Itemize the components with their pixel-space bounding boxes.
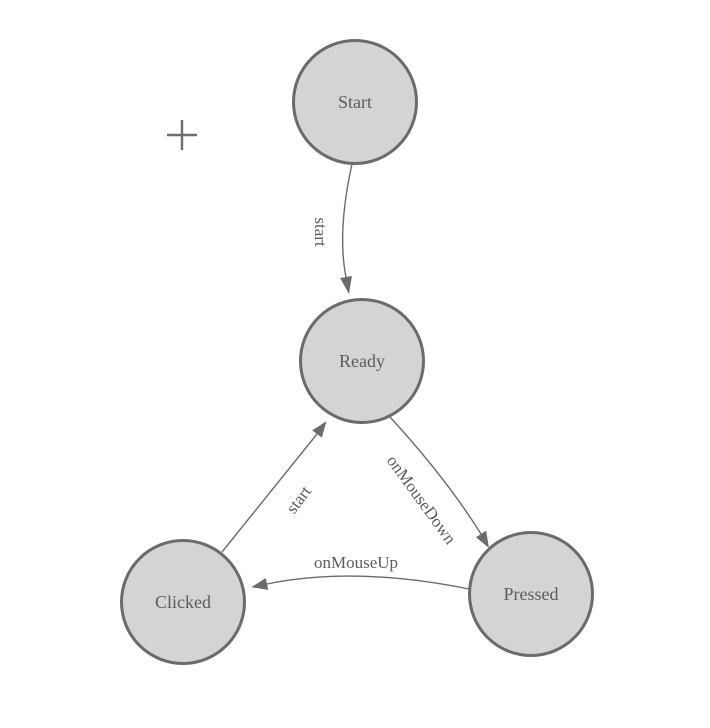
edge-line[interactable]: [341, 163, 353, 278]
edge-line[interactable]: [266, 575, 470, 590]
arrowhead-icon: [340, 276, 352, 294]
arrowhead-icon: [251, 578, 269, 590]
edge-label-start-to-ready[interactable]: start: [311, 217, 330, 247]
edge-pressed-to-clicked[interactable]: [251, 575, 470, 590]
edge-line[interactable]: [389, 416, 482, 535]
node-start[interactable]: Start: [292, 39, 418, 165]
node-label: Start: [338, 91, 372, 112]
edge-start-to-ready[interactable]: [340, 163, 353, 294]
arrowhead-icon: [475, 530, 489, 548]
crosshair-plus-icon: [167, 120, 197, 150]
edge-ready-to-pressed[interactable]: [389, 416, 489, 548]
node-ready[interactable]: Ready: [299, 298, 425, 424]
node-pressed[interactable]: Pressed: [468, 531, 594, 657]
node-label: Pressed: [503, 583, 559, 604]
node-label: Ready: [339, 350, 385, 371]
arrowhead-icon: [312, 421, 327, 438]
edge-label-onmouseup[interactable]: onMouseUp: [313, 553, 399, 572]
node-clicked[interactable]: Clicked: [120, 539, 246, 665]
edge-clicked-to-ready[interactable]: [221, 421, 327, 553]
edge-line[interactable]: [221, 433, 318, 553]
node-label: Clicked: [155, 591, 211, 612]
